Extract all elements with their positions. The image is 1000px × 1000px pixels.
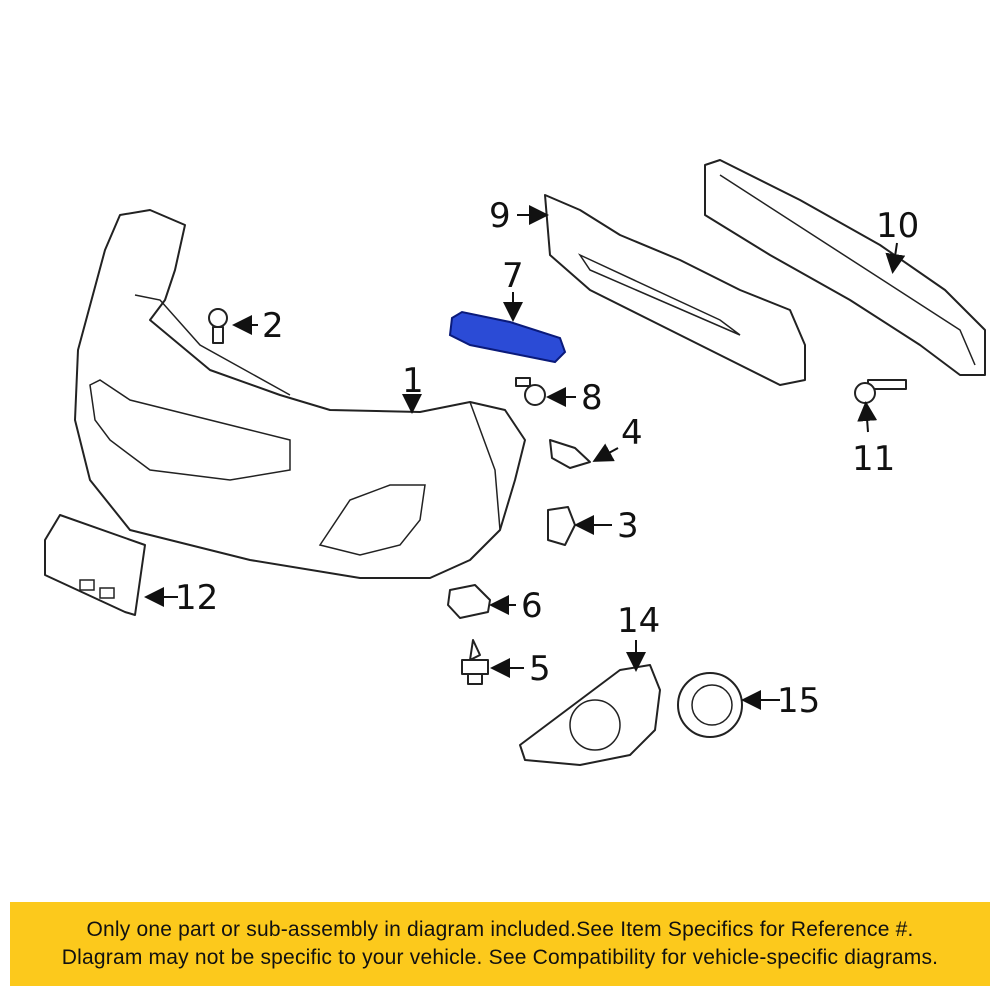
callout-7: 7 bbox=[502, 256, 524, 296]
callout-6: 6 bbox=[521, 586, 543, 626]
callout-10: 10 bbox=[876, 206, 919, 246]
nut-6-part bbox=[447, 584, 491, 619]
bolt-11-part bbox=[854, 379, 907, 404]
parts-diagram: 1 2 3 4 5 6 7 8 9 10 11 12 14 15 bbox=[44, 159, 986, 766]
disclaimer-line-1: Only one part or sub-assembly in diagram… bbox=[86, 918, 914, 941]
bracket-part-highlighted bbox=[448, 310, 567, 364]
reinforcement-beam-part bbox=[704, 159, 986, 376]
bolt-8-part bbox=[515, 377, 546, 406]
disclaimer-line-2: Dlagram may not be specific to your vehi… bbox=[61, 946, 939, 969]
callout-1: 1 bbox=[402, 361, 424, 401]
callout-14: 14 bbox=[617, 601, 660, 641]
callout-4: 4 bbox=[621, 413, 643, 453]
callout-12: 12 bbox=[175, 578, 218, 618]
leader-arrows bbox=[144, 205, 906, 710]
callout-5: 5 bbox=[529, 649, 551, 689]
callout-15: 15 bbox=[777, 681, 820, 721]
fastener-2-part bbox=[208, 308, 228, 344]
energy-absorber-part bbox=[544, 194, 806, 386]
fog-ring-15-part bbox=[677, 672, 743, 738]
clip-4-part bbox=[549, 439, 591, 469]
callout-11: 11 bbox=[852, 439, 895, 479]
bumper-cover-part bbox=[74, 209, 526, 579]
retainer-3-part bbox=[547, 506, 576, 546]
screw-5-part bbox=[461, 639, 489, 685]
disclaimer-banner: Only one part or sub-assembly in diagram… bbox=[10, 902, 990, 986]
callout-2: 2 bbox=[262, 306, 284, 346]
callout-8: 8 bbox=[581, 378, 603, 418]
callout-3: 3 bbox=[617, 506, 639, 546]
license-bracket-12-part bbox=[44, 514, 146, 616]
callout-9: 9 bbox=[489, 196, 511, 236]
